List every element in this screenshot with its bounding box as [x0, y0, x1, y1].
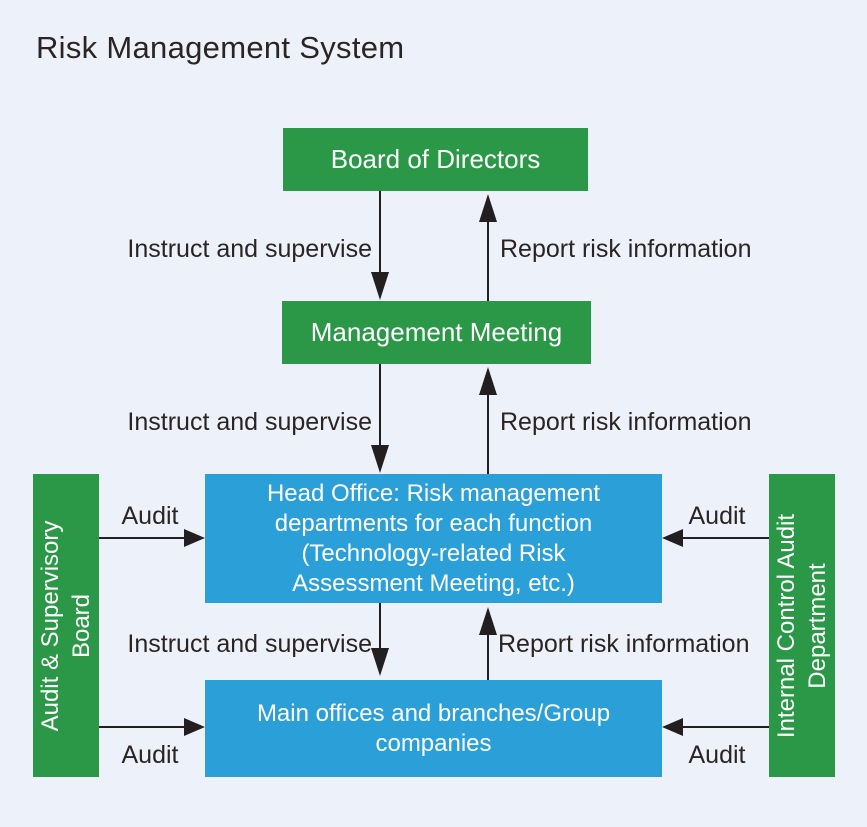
node-audit-supervisory-board: Audit & Supervisory Board: [33, 474, 99, 777]
arrow-audit-left-to-mainoffices-icon: [99, 718, 205, 736]
node-audit-supervisory-board-label: Audit & Supervisory Board: [37, 520, 95, 731]
edge-label-instruct-headoffice-mainoffices: Instruct and supervise: [127, 630, 372, 658]
edge-label-audit-right-bottom: Audit: [688, 741, 746, 769]
arrow-report-headoffice-to-management-icon: [479, 367, 497, 474]
edge-label-report-mainoffices-headoffice: Report risk information: [498, 630, 750, 658]
arrow-instruct-headoffice-to-mainoffices-icon: [371, 603, 389, 676]
edge-label-audit-left-top: Audit: [121, 502, 179, 530]
edge-label-audit-right-top: Audit: [688, 502, 746, 530]
arrow-instruct-board-to-management-icon: [371, 191, 389, 300]
node-head-office: Head Office: Risk management departments…: [205, 474, 662, 603]
edge-label-instruct-board-management: Instruct and supervise: [127, 235, 372, 263]
arrow-report-mainoffices-to-headoffice-icon: [479, 607, 497, 680]
arrow-report-management-to-board-icon: [479, 194, 497, 301]
page-title: Risk Management System: [36, 30, 405, 65]
arrow-audit-right-to-mainoffices-icon: [662, 718, 769, 736]
node-internal-control-audit-department-label: Internal Control Audit Department: [773, 513, 831, 738]
arrow-instruct-management-to-headoffice-icon: [371, 364, 389, 473]
edge-label-audit-left-bottom: Audit: [121, 741, 179, 769]
arrow-audit-left-to-headoffice-icon: [99, 529, 205, 547]
edge-label-instruct-management-headoffice: Instruct and supervise: [127, 408, 372, 436]
edge-label-report-management-board: Report risk information: [500, 235, 752, 263]
node-main-offices: Main offices and branches/Group companie…: [205, 680, 662, 777]
edge-label-report-headoffice-management: Report risk information: [500, 408, 752, 436]
node-board-of-directors: Board of Directors: [283, 128, 588, 191]
node-main-offices-label: Main offices and branches/Group companie…: [256, 699, 611, 757]
node-management-meeting: Management Meeting: [282, 301, 591, 364]
node-head-office-label: Head Office: Risk management departments…: [266, 479, 601, 597]
arrow-audit-right-to-headoffice-icon: [662, 529, 769, 547]
node-internal-control-audit-department: Internal Control Audit Department: [769, 474, 835, 777]
node-board-of-directors-label: Board of Directors: [330, 144, 541, 174]
node-management-meeting-label: Management Meeting: [310, 317, 563, 347]
